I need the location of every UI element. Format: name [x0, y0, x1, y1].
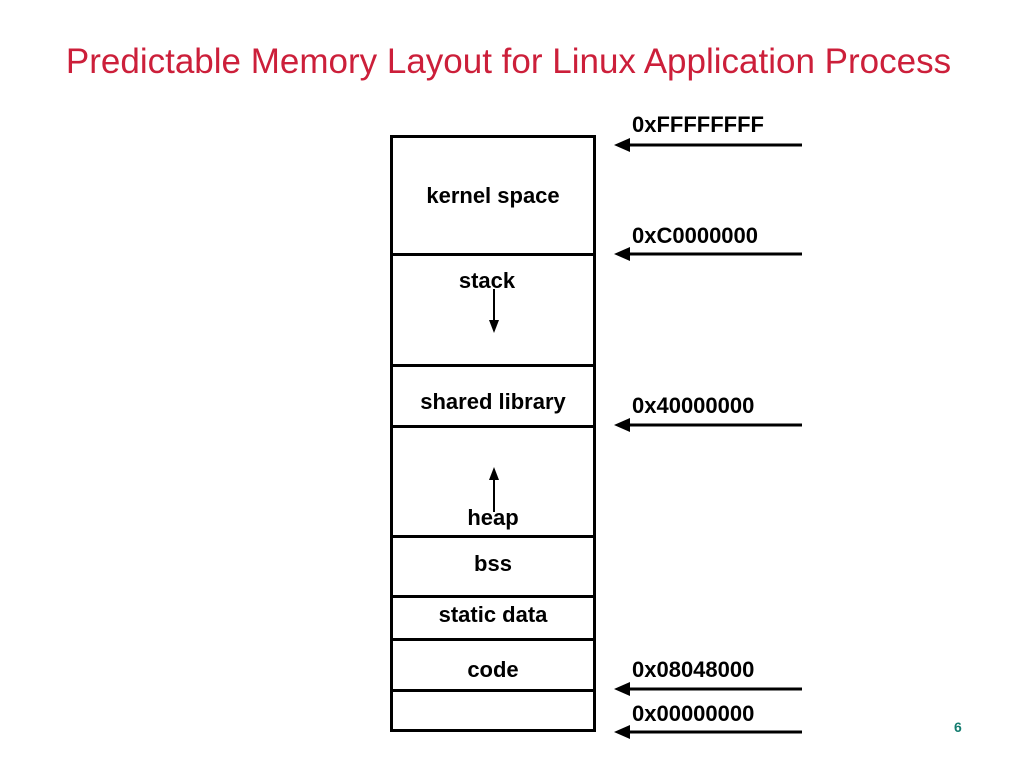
address-arrow-mmap-base — [614, 418, 802, 432]
segment-bss: bss — [474, 551, 512, 576]
address-label-zero: 0x00000000 — [632, 701, 755, 726]
address-label-code-start: 0x08048000 — [632, 657, 755, 682]
address-arrow-code-start — [614, 682, 802, 696]
slide-title: Predictable Memory Layout for Linux Appl… — [65, 42, 952, 81]
divider-bss-static — [390, 595, 596, 598]
address-label-kernel-base: 0xC0000000 — [632, 223, 759, 248]
page-number: 6 — [954, 719, 962, 735]
segment-static-data: static data — [438, 602, 548, 627]
divider-kernel-stack — [390, 253, 596, 256]
divider-heap-bss — [390, 535, 596, 538]
segment-shared-library: shared library — [420, 389, 566, 414]
segment-heap: heap — [467, 505, 519, 530]
segment-stack: stack — [458, 268, 516, 293]
address-arrow-zero — [614, 725, 802, 739]
memory-layout-box — [390, 135, 596, 732]
divider-code-bottom — [390, 689, 596, 692]
address-label-top: 0xFFFFFFFF — [632, 112, 764, 137]
divider-stack-shared — [390, 364, 596, 367]
address-arrow-top — [614, 138, 802, 152]
segment-code: code — [467, 657, 519, 682]
segment-kernel-space: kernel space — [426, 183, 560, 208]
address-arrow-kernel-base — [614, 247, 802, 261]
address-label-mmap-base: 0x40000000 — [632, 393, 755, 418]
divider-static-code — [390, 638, 596, 641]
divider-shared-heap — [390, 425, 596, 428]
